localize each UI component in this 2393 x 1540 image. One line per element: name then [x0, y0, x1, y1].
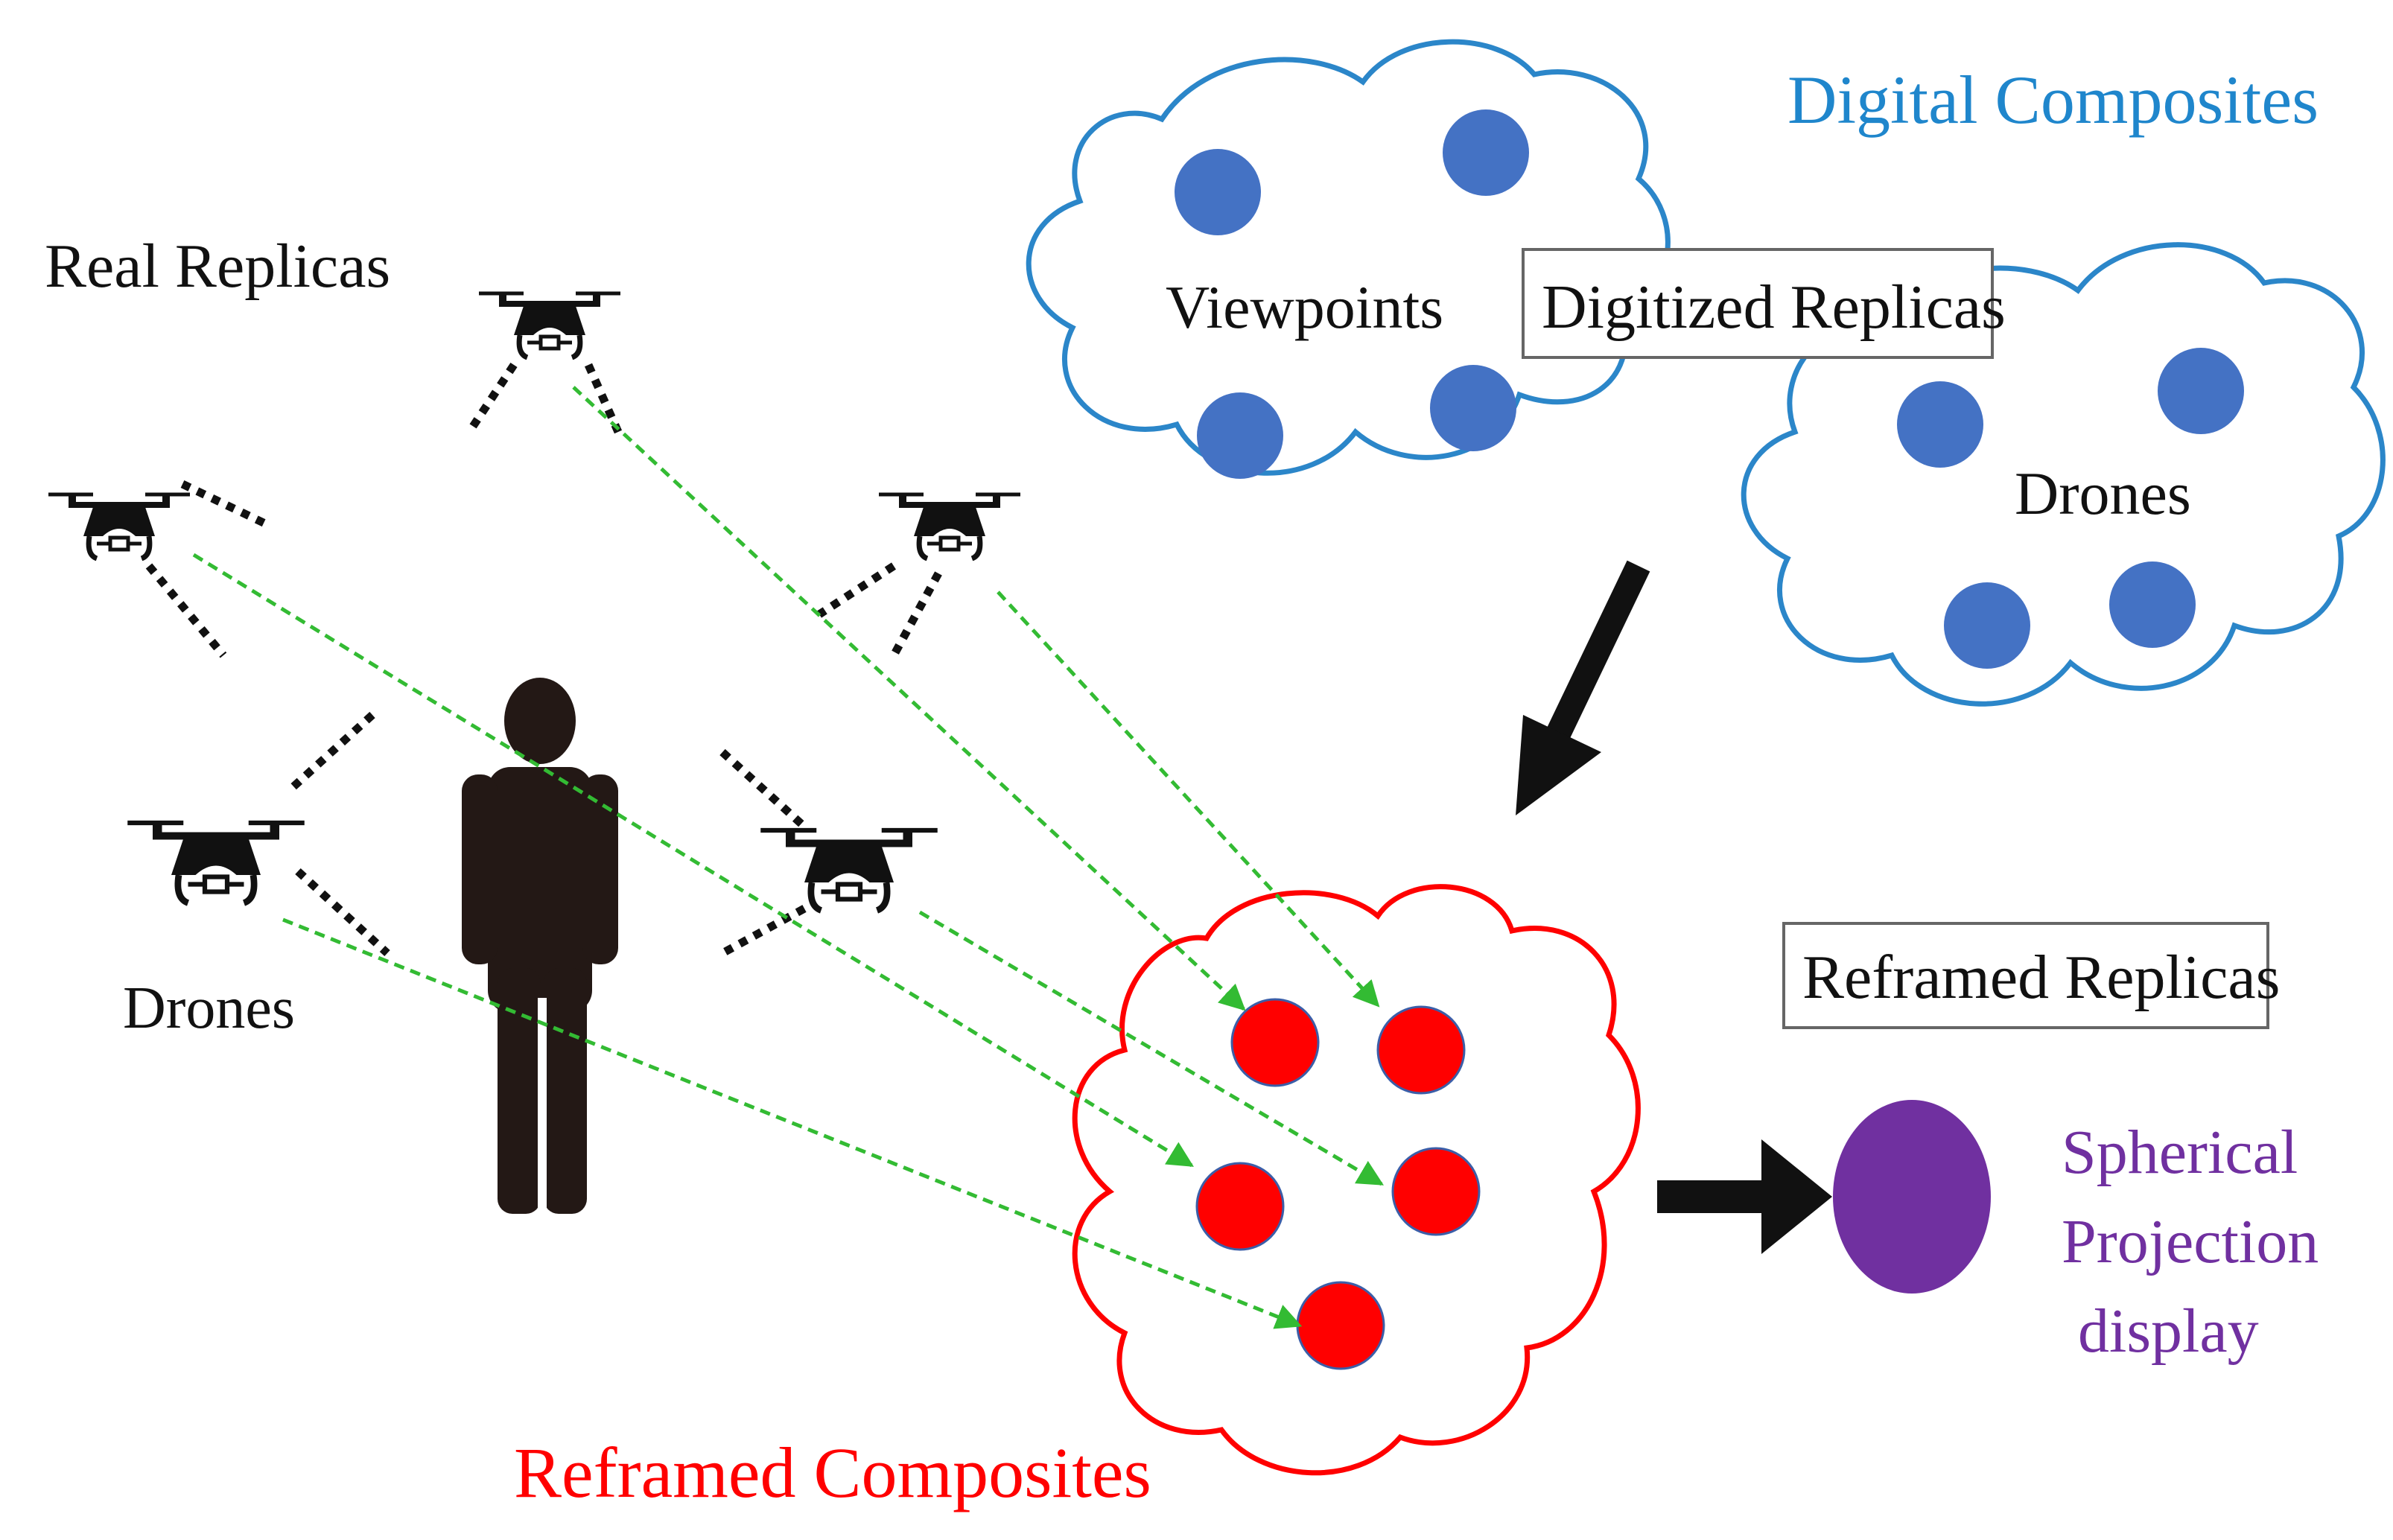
drone-icon: [127, 821, 305, 903]
reframed-dot: [1195, 1162, 1285, 1251]
viewpoints-cloud: Viewpoints: [1026, 39, 1671, 479]
reframed-dot: [1230, 998, 1320, 1087]
digitized-replicas-label: Digitized Replicas: [1542, 273, 2006, 342]
arrow-icon: [1657, 1139, 1832, 1254]
reframed-replicas-box: Reframed Replicas: [1782, 922, 2280, 1029]
drone-dot: [2109, 561, 2196, 648]
viewpoint-dot: [1197, 392, 1283, 479]
person-icon: [462, 678, 618, 1214]
drone-icon: [48, 493, 190, 559]
drone-dot: [1944, 582, 2030, 669]
drone-dot: [1897, 381, 1983, 468]
drone-icon: [879, 493, 1020, 559]
drone-dot: [2158, 348, 2244, 434]
real-replicas-label: Real Replicas: [45, 232, 390, 301]
drone-icon: [479, 292, 620, 357]
drone-icon: [760, 829, 938, 911]
viewpoint-dot: [1443, 109, 1529, 196]
viewpoint-dot: [1175, 149, 1261, 235]
spherical-label-line3: display: [2078, 1296, 2259, 1366]
reframed-dot: [1391, 1147, 1481, 1236]
reframed-dot: [1376, 1005, 1466, 1095]
digitized-replicas-box: Digitized Replicas: [1522, 248, 2006, 359]
field-of-view-lines: [145, 362, 942, 957]
viewpoint-dot: [1430, 365, 1516, 451]
drones-cloud: Drones: [1741, 242, 2386, 707]
spherical-display: [1833, 1100, 1991, 1294]
reframed-dot: [1296, 1281, 1385, 1370]
projection-arrows: [192, 386, 1385, 1329]
spherical-label-line1: Spherical: [2062, 1118, 2298, 1187]
drones-right-label: Drones: [2015, 459, 2191, 527]
digital-composites-title: Digital Composites: [1787, 62, 2319, 138]
drones-left-label: Drones: [123, 976, 295, 1041]
reframed-cloud: [1072, 884, 1641, 1476]
spherical-label-line2: Projection: [2062, 1207, 2319, 1276]
arrow-icon: [1516, 560, 1650, 815]
reframed-replicas-label: Reframed Replicas: [1802, 943, 2280, 1012]
viewpoints-label: Viewpoints: [1166, 273, 1443, 341]
reframed-composites-label: Reframed Composites: [514, 1433, 1151, 1512]
